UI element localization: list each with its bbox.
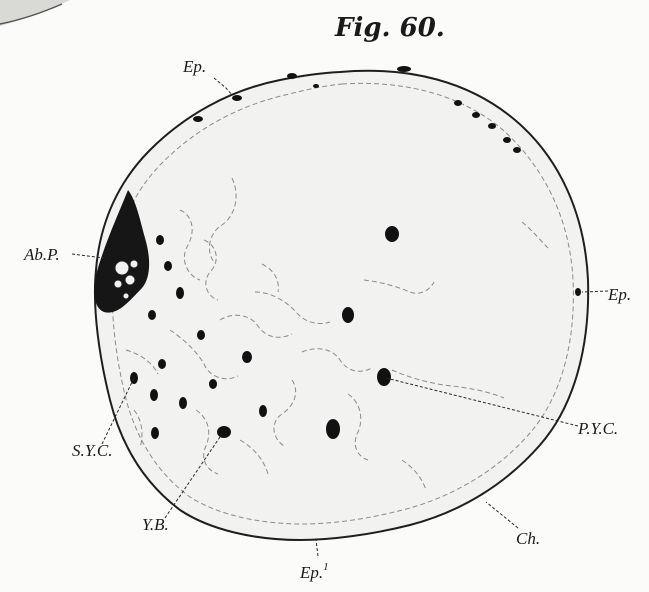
- blastopore-mass: [94, 190, 150, 313]
- leader-syc: [101, 377, 135, 445]
- egg-outline: [93, 69, 590, 542]
- epiblast-nuclei: [193, 66, 581, 296]
- label-ep-bottom: Ep.1: [299, 561, 329, 582]
- yolk-nuclei: [130, 84, 399, 439]
- leader-ch: [485, 501, 519, 529]
- inner-membrane: [111, 82, 574, 525]
- label-ch: Ch.: [516, 529, 540, 548]
- leader-lines: [71, 77, 609, 557]
- leader-ep-right: [581, 290, 609, 293]
- figure-title: Fig. 60.: [334, 13, 445, 43]
- label-ep-top: Ep.: [182, 57, 206, 76]
- cell-boundaries: [125, 177, 549, 491]
- leader-ep-bottom: [315, 539, 319, 557]
- label-ep-bottom-sup: 1: [323, 561, 329, 573]
- label-ab-p: Ab.P.: [23, 245, 60, 264]
- label-ep-right: Ep.: [607, 285, 631, 304]
- label-yb: Y.B.: [142, 515, 169, 534]
- label-syc: S.Y.C.: [72, 441, 112, 460]
- leader-pyc: [385, 377, 579, 427]
- paper-corner-edge: [0, 3, 63, 25]
- leader-yb: [164, 433, 223, 519]
- leader-ep-top: [213, 77, 233, 96]
- label-ep-bottom-text: Ep.: [299, 563, 323, 582]
- label-pyc: P.Y.C.: [577, 419, 618, 438]
- leader-ab-p: [71, 253, 105, 259]
- figure-labels: Ep. Ab.P. Ep. P.Y.C. S.Y.C. Y.B. Ch. Ep.…: [23, 57, 631, 582]
